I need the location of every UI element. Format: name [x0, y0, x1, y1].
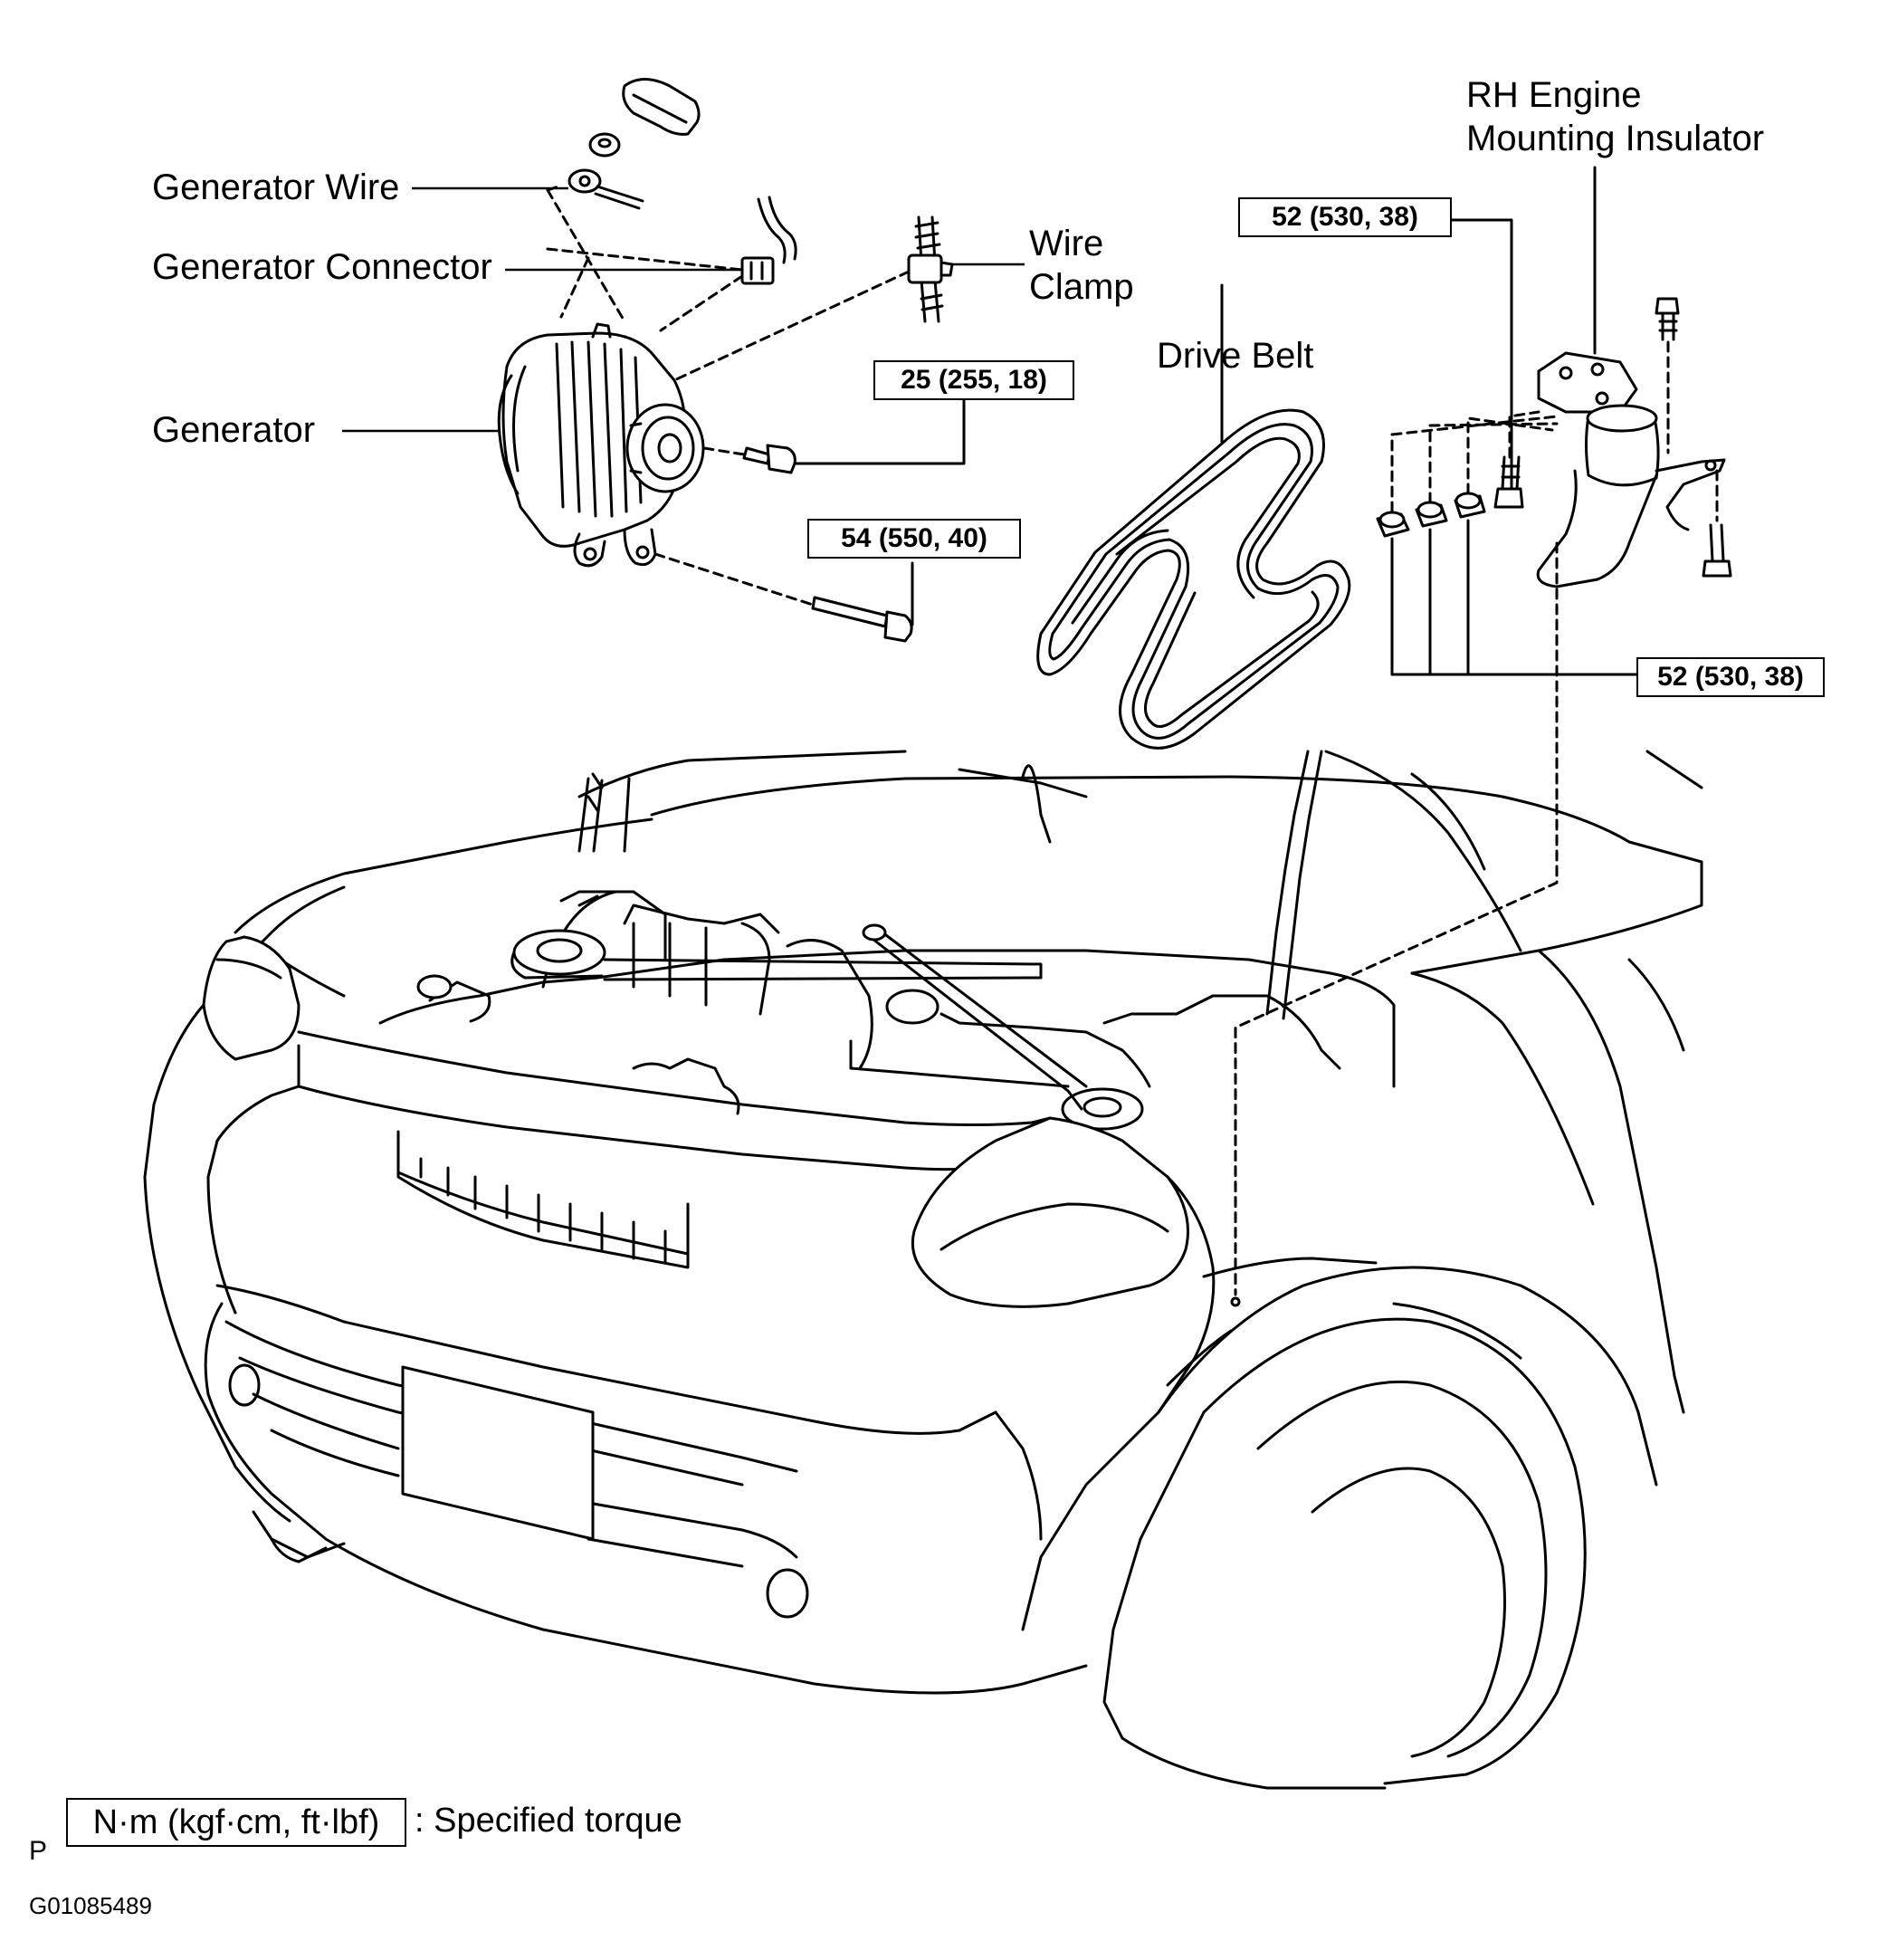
- car-body-illustration: [143, 750, 1703, 1790]
- mount-nuts-torque-box: 52 (530, 38): [1636, 657, 1825, 697]
- legend-description: : Specified torque: [415, 1802, 682, 1840]
- rh-mount-label-line1: RH Engine: [1466, 75, 1642, 115]
- generator-connector-label: Generator Connector: [152, 247, 492, 287]
- engine-mount-illustration: [1230, 166, 1732, 1307]
- wire-clamp-label-line2: Clamp: [1029, 267, 1134, 307]
- lower-bolt-illustration: [653, 552, 914, 643]
- rh-mount-label-line2: Mounting Insulator: [1466, 119, 1765, 158]
- wire-clamp-illustration: [672, 215, 954, 382]
- legend-marker: P: [29, 1836, 48, 1866]
- figure-code: G01085489: [29, 1892, 152, 1919]
- pivot-bolt-torque-box: 25 (255, 18): [873, 360, 1074, 400]
- drive-belt-label: Drive Belt: [1157, 336, 1314, 376]
- lower-bolt-torque-box: 54 (550, 40): [807, 519, 1021, 559]
- generator-illustration: [497, 78, 797, 568]
- torque-unit-legend-box: N·m (kgf·cm, ft·lbf): [66, 1798, 406, 1847]
- pivot-bolt-illustration: [702, 397, 966, 474]
- drive-belt-illustration: [1036, 283, 1351, 750]
- mount-bolt-torque-box: 52 (530, 38): [1238, 197, 1452, 237]
- generator-label: Generator: [152, 410, 316, 450]
- generator-wire-label: Generator Wire: [152, 167, 400, 207]
- wire-clamp-label-line1: Wire: [1029, 224, 1104, 263]
